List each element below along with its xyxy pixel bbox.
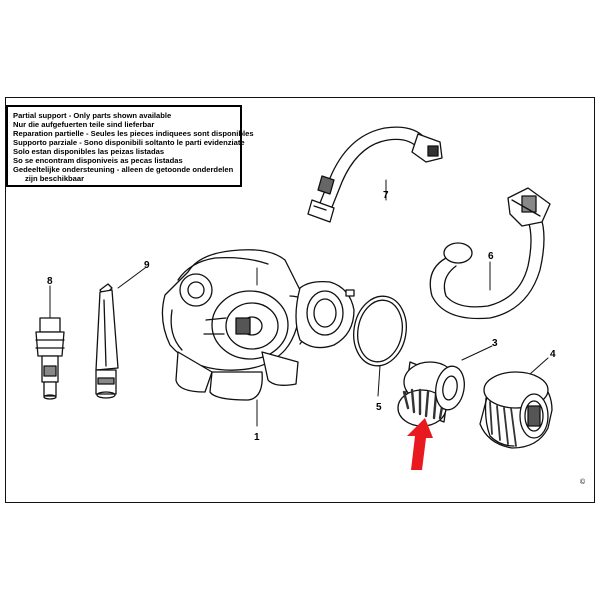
callout-1: 1: [254, 432, 260, 443]
copyright-mark: ©: [580, 478, 586, 486]
filter-cage-part-4: [479, 371, 553, 449]
callout-4: 4: [550, 349, 556, 360]
leader-5: [377, 365, 381, 397]
hose-handle-part-7: [307, 126, 443, 223]
callout-8: 8: [47, 276, 53, 287]
filter-door: [295, 280, 355, 349]
callout-5: 5: [376, 402, 382, 413]
highlight-arrow: [407, 418, 433, 470]
callout-9: 9: [144, 260, 150, 271]
callout-leaders: [49, 179, 549, 427]
notice-line-nl-cont: zijn beschikbaar: [25, 174, 85, 183]
callout-6: 6: [488, 251, 494, 262]
callout-3: 3: [492, 338, 498, 349]
diagram-frame: [5, 97, 595, 503]
notice-line-en: Partial support - Only parts shown avail…: [13, 111, 172, 120]
flexible-hose-part-6: [429, 187, 551, 320]
leader-9: [117, 267, 146, 289]
notice-line-de: Nur die aufgefuerten teile sind lieferba…: [13, 120, 155, 129]
crevice-tool-part-9: [95, 283, 119, 399]
notice-line-pt: So se encontram disponiveis as pecas lis…: [13, 156, 183, 165]
leader-4: [529, 357, 549, 375]
sealing-ring-part-5: [353, 295, 407, 367]
partial-support-notice: Partial support - Only parts shown avail…: [6, 105, 254, 187]
notice-line-it: Supporto parziale - Sono disponibili sol…: [13, 138, 245, 147]
vacuum-body-part-1: [161, 249, 311, 401]
notice-line-fr: Reparation partielle - Seules les pieces…: [13, 129, 254, 138]
callout-7: 7: [383, 190, 389, 201]
notice-line-es: Solo estan disponibles las peizas listad…: [13, 147, 165, 156]
pleated-filter-part-3: [397, 361, 465, 427]
upholstery-nozzle-part-8: [35, 317, 65, 400]
leader-3: [461, 345, 493, 361]
notice-line-nl: Gedeeltelijke ondersteuning - alleen de …: [13, 165, 234, 174]
